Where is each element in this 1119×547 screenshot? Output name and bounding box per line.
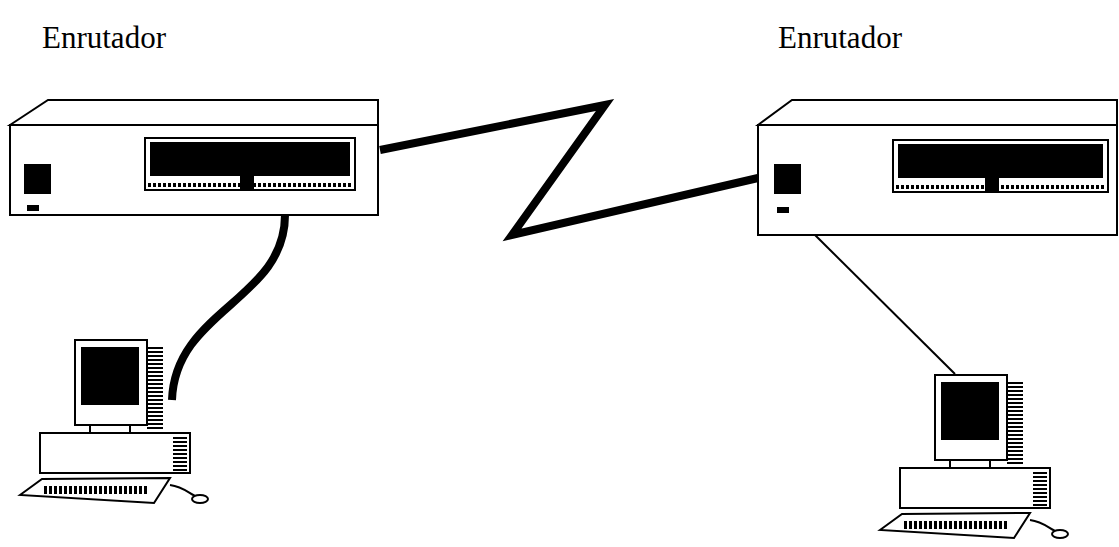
computer-illustration — [20, 340, 208, 503]
power-button — [25, 165, 50, 193]
status-light — [777, 207, 789, 213]
router-front — [758, 125, 1117, 235]
display-knob — [240, 176, 254, 190]
system-unit — [40, 433, 190, 473]
mouse — [1052, 530, 1068, 538]
unit-vents — [1033, 472, 1047, 506]
router-front — [10, 125, 378, 215]
router-illustration — [10, 100, 378, 215]
mouse-cord — [1030, 520, 1058, 532]
display-frame — [893, 140, 1108, 192]
display-frame — [145, 138, 355, 190]
monitor-vents — [1007, 382, 1023, 465]
wan-link — [380, 105, 758, 235]
unit-vents — [173, 437, 187, 471]
lan-cable — [172, 215, 285, 400]
keyboard-keys — [904, 521, 1008, 529]
power-button — [775, 165, 800, 193]
monitor — [75, 340, 147, 425]
router-node: Enrutador — [758, 15, 1117, 235]
router-node: Enrutador — [8, 15, 380, 220]
router-top — [758, 100, 1117, 125]
router-label: Enrutador — [42, 21, 166, 55]
lan-cable — [815, 235, 955, 374]
monitor-stand — [90, 425, 130, 433]
router-top — [10, 100, 378, 125]
monitor-vents — [147, 347, 163, 430]
keyboard-keys — [44, 486, 148, 494]
mouse-cord — [170, 485, 198, 497]
keyboard — [20, 478, 170, 503]
port-strip — [896, 185, 1105, 189]
monitor — [935, 375, 1007, 460]
mouse — [192, 495, 208, 503]
system-unit — [900, 468, 1050, 508]
monitor-stand — [950, 460, 990, 468]
display-screen — [898, 144, 1103, 178]
monitor-screen — [941, 382, 999, 440]
display-knob — [985, 178, 999, 192]
computer-illustration — [880, 375, 1068, 538]
router-label: Enrutador — [778, 21, 902, 55]
display-screen — [150, 142, 350, 176]
status-light — [27, 205, 39, 211]
keyboard — [880, 513, 1030, 538]
router-illustration — [758, 100, 1117, 235]
monitor-screen — [81, 347, 139, 405]
